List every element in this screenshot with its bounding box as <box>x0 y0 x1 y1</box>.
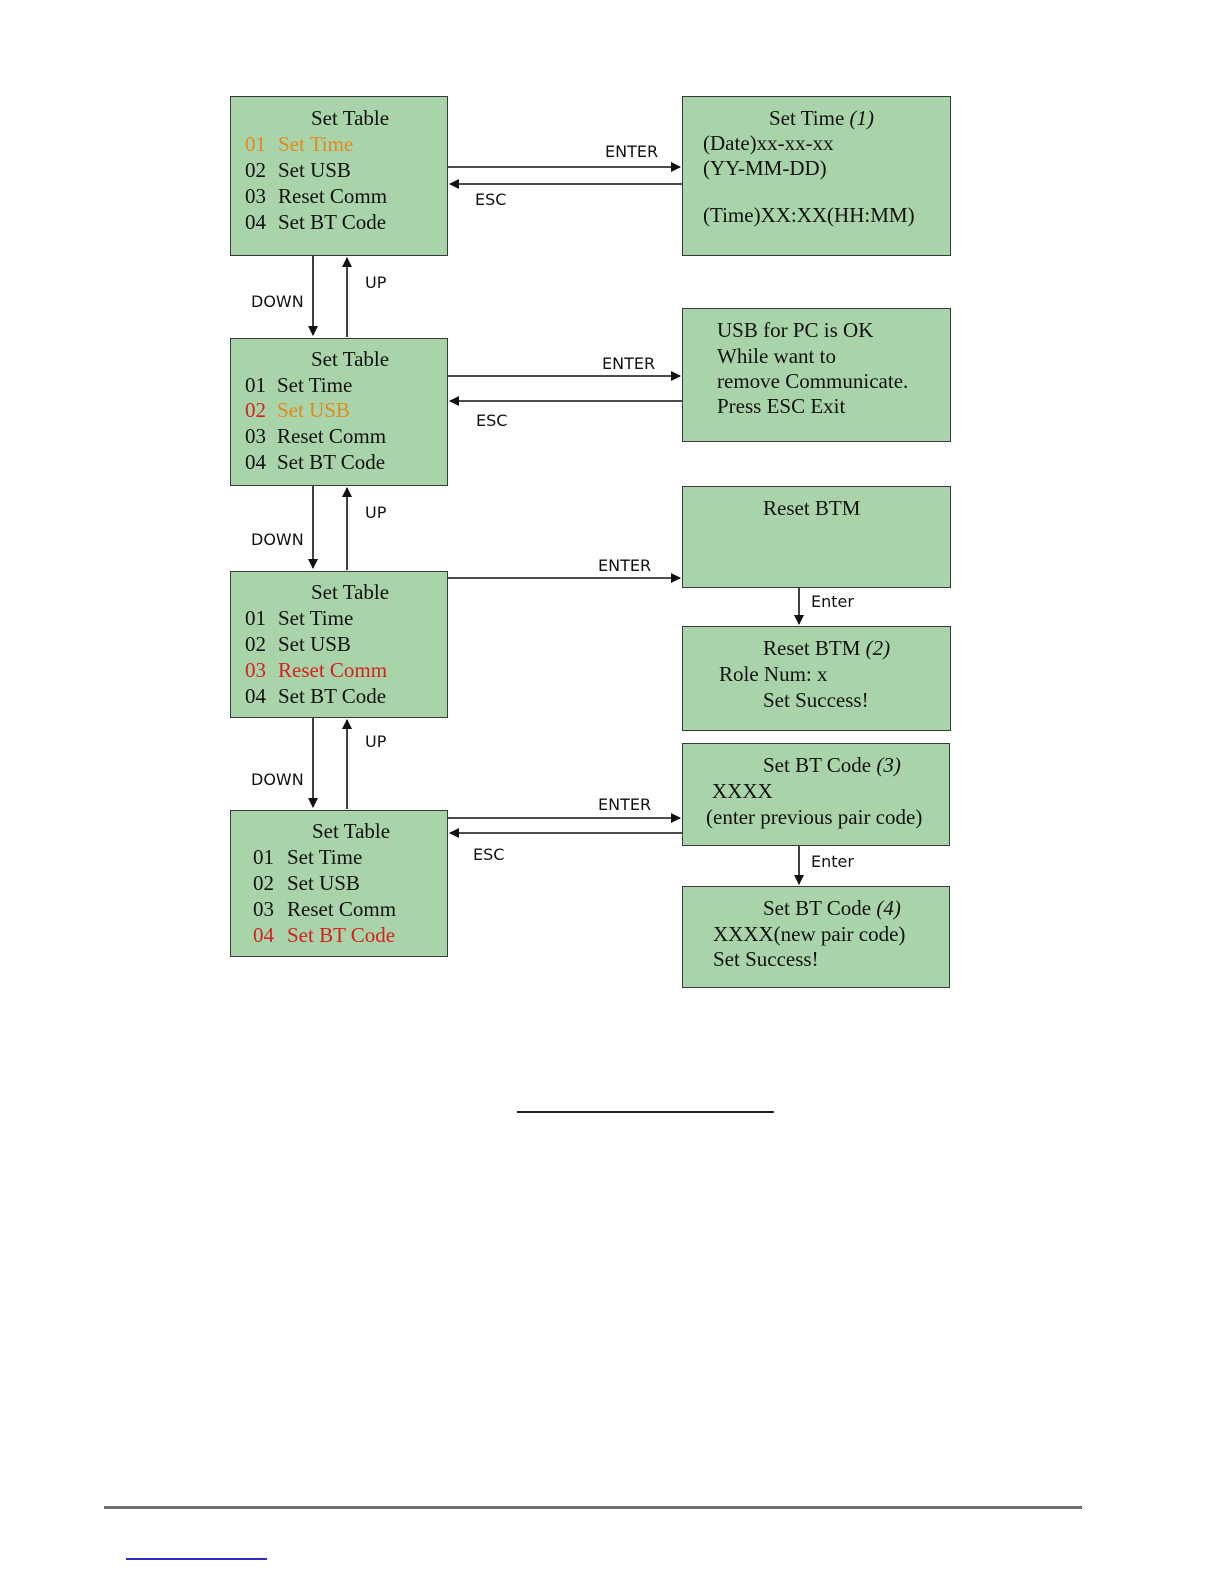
menu-item-label: Reset Comm <box>278 184 388 208</box>
esc-label-4: ESC <box>473 845 505 864</box>
menu-box-set-usb: Set Table 01 Set Time 02 Set USB 03 Rese… <box>230 338 448 486</box>
up-label-1: UP <box>365 273 387 292</box>
menu-item-num: 03 <box>245 424 266 448</box>
menu-title: Set Table <box>311 347 390 371</box>
menu-item-label: Reset Comm <box>287 897 397 921</box>
menu-item-num: 01 <box>245 373 266 397</box>
screen-set-time: Set Time (1) (Date)xx-xx-xx (YY-MM-DD) (… <box>682 96 951 256</box>
menu-title: Set Table <box>311 106 390 130</box>
screen-title: Set Time (1) <box>769 106 875 130</box>
menu-item-label: Set USB <box>277 398 350 422</box>
enter-small-label-2: Enter <box>811 852 854 871</box>
menu-item-num: 03 <box>245 184 266 208</box>
menu-item-label: Set Time <box>277 373 353 397</box>
esc-label-2: ESC <box>476 411 508 430</box>
screen-title: Reset BTM (2) <box>763 636 891 660</box>
screen-reset-btm: Reset BTM <box>682 486 951 588</box>
menu-item-num: 04 <box>245 210 266 234</box>
screen-reset-btm-success: Reset BTM (2) Role Num: x Set Success! <box>682 626 951 731</box>
footer-rule <box>104 1506 1082 1509</box>
menu-item-label: Reset Comm <box>277 424 387 448</box>
menu-item-label: Set USB <box>287 871 360 895</box>
menu-item-num: 01 <box>245 606 266 630</box>
screen-title: Reset BTM <box>763 496 861 520</box>
menu-item-num: 01 <box>245 132 266 156</box>
menu-item-num: 02 <box>245 398 266 422</box>
screen-line: (enter previous pair code) <box>706 805 923 829</box>
menu-item-num: 04 <box>245 684 266 708</box>
footer-link-underline <box>126 1558 267 1560</box>
enter-label-1: ENTER <box>605 142 659 161</box>
menu-item-num: 03 <box>245 658 266 682</box>
menu-item-num: 02 <box>245 158 266 182</box>
screen-line: remove Communicate. <box>717 369 909 393</box>
enter-label-4: ENTER <box>598 795 652 814</box>
menu-box-reset-comm: Set Table 01 Set Time 02 Set USB 03 Rese… <box>230 571 448 718</box>
menu-item-num: 02 <box>245 632 266 656</box>
menu-title: Set Table <box>311 580 390 604</box>
screen-line: (Time)XX:XX(HH:MM) <box>703 203 915 227</box>
menu-item-label: Set BT Code <box>278 684 387 708</box>
esc-label-1: ESC <box>475 190 507 209</box>
menu-item-label: Set BT Code <box>278 210 387 234</box>
menu-box-set-bt-code: Set Table 01 Set Time 02 Set USB 03 Rese… <box>230 810 448 957</box>
screen-title: Set BT Code (4) <box>763 896 901 920</box>
up-label-3: UP <box>365 732 387 751</box>
menu-item-label: Set BT Code <box>277 450 386 474</box>
up-label-2: UP <box>365 503 387 522</box>
menu-item-num: 04 <box>245 450 266 474</box>
menu-item-num: 02 <box>253 871 274 895</box>
down-label-3: DOWN <box>251 770 304 789</box>
menu-item-label: Set Time <box>287 845 363 869</box>
screen-usb: USB for PC is OK While want to remove Co… <box>682 308 951 442</box>
screen-line: Role Num: x <box>719 662 828 686</box>
menu-item-num: 04 <box>253 923 274 947</box>
menu-item-label: Set BT Code <box>287 923 396 947</box>
screen-title: Set BT Code (3) <box>763 753 901 777</box>
screen-line: XXXX <box>712 779 773 803</box>
screen-line: (YY-MM-DD) <box>703 156 827 180</box>
menu-item-num: 03 <box>253 897 274 921</box>
enter-label-3: ENTER <box>598 556 652 575</box>
menu-item-label: Set USB <box>278 632 351 656</box>
menu-title: Set Table <box>312 819 391 843</box>
enter-label-2: ENTER <box>602 354 656 373</box>
screen-line: Press ESC Exit <box>717 394 846 418</box>
enter-small-label-1: Enter <box>811 592 854 611</box>
down-label-2: DOWN <box>251 530 304 549</box>
menu-item-label: Set Time <box>278 132 354 156</box>
caption-underline <box>517 1111 774 1113</box>
menu-item-label: Reset Comm <box>278 658 388 682</box>
screen-line: Set Success! <box>763 688 869 712</box>
screen-line: (Date)xx-xx-xx <box>703 131 834 155</box>
down-label-1: DOWN <box>251 292 304 311</box>
menu-item-num: 01 <box>253 845 274 869</box>
screen-set-bt-code: Set BT Code (3) XXXX (enter previous pai… <box>682 743 950 846</box>
screen-line: While want to <box>717 344 836 368</box>
menu-box-set-time: Set Table 01 Set Time 02 Set USB 03 Rese… <box>230 96 448 256</box>
screen-line: USB for PC is OK <box>717 318 874 342</box>
menu-item-label: Set Time <box>278 606 354 630</box>
menu-item-label: Set USB <box>278 158 351 182</box>
screen-line: Set Success! <box>713 947 819 971</box>
screen-set-bt-code-success: Set BT Code (4) XXXX(new pair code) Set … <box>682 886 950 988</box>
screen-line: XXXX(new pair code) <box>713 922 906 946</box>
